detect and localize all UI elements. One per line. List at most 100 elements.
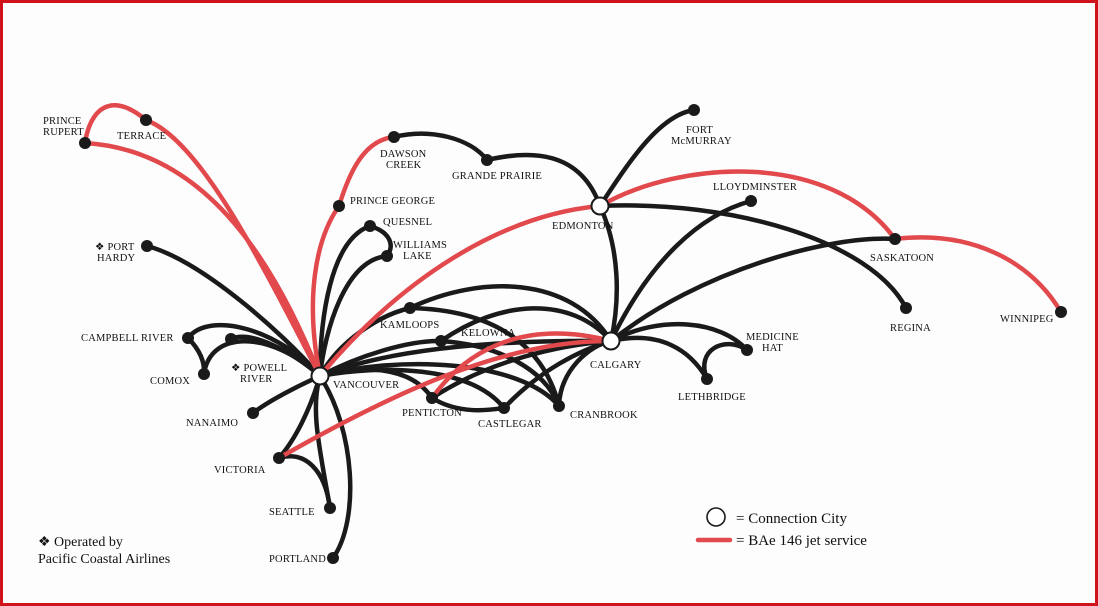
route-kelowna-cranbrook	[438, 338, 562, 409]
legend-connection-label: = Connection City	[736, 511, 847, 527]
dot-seattle	[324, 502, 336, 514]
connection-cities	[310, 196, 621, 386]
label-vancouver: VANCOUVER	[333, 380, 399, 391]
route-vancouver-portland	[317, 373, 353, 561]
label-seattle: SEATTLE	[269, 507, 315, 518]
route-calgary-saskatoon	[608, 236, 898, 344]
label-comox: COMOX	[150, 376, 190, 387]
jet-routes	[82, 103, 1064, 461]
dot-cranbrook	[553, 400, 565, 412]
dot-fort-mcmurray	[688, 104, 700, 116]
dot-port-hardy	[141, 240, 153, 252]
label-cranbrook: CRANBROOK	[570, 410, 638, 421]
dot-penticton	[426, 392, 438, 404]
legend: = Connection City = BAe 146 jet service	[695, 507, 867, 549]
footnote: ❖ Operated by Pacific Coastal Airlines	[38, 535, 170, 567]
legend-connection-symbol	[706, 507, 726, 527]
jet-route-vancouver-prince-rupert	[82, 140, 323, 379]
dot-saskatoon	[889, 233, 901, 245]
route-kamloops-cranbrook	[407, 305, 562, 409]
route-vancouver-quesnel	[317, 223, 373, 379]
label-winnipeg: WINNIPEG	[1000, 314, 1054, 325]
legend-jet-label: = BAe 146 jet service	[736, 533, 867, 549]
route-grande-prairie-dawson-creek	[391, 131, 490, 163]
label-portland: PORTLAND	[269, 554, 326, 565]
jet-route-calgary-victoria	[276, 338, 614, 461]
label-calgary: CALGARY	[590, 360, 642, 371]
dot-medicine-hat	[741, 344, 753, 356]
dot-dawson-creek	[388, 131, 400, 143]
route-calgary-lethbridge	[608, 335, 710, 382]
dot-williams-lake	[381, 250, 393, 262]
label-saskatoon: SASKATOON	[870, 253, 934, 264]
dot-campbell-river	[182, 332, 194, 344]
route-edmonton-fort-mcmurray	[597, 107, 697, 209]
footnote-line-2: Pacific Coastal Airlines	[38, 552, 170, 567]
dot-castlegar	[498, 402, 510, 414]
route-edmonton-grande-prairie	[484, 152, 603, 209]
dot-victoria	[273, 452, 285, 464]
dot-portland	[327, 552, 339, 564]
route-calgary-medicine-hat	[608, 321, 750, 353]
route-edmonton-calgary	[597, 203, 620, 344]
label-lethbridge: LETHBRIDGE	[678, 392, 746, 403]
label-castlegar: CASTLEGAR	[478, 419, 542, 430]
route-lethbridge-medicine-hat	[702, 341, 750, 382]
hub-vancouver	[310, 366, 330, 386]
jet-route-prince-george-dawson-creek	[336, 134, 397, 209]
dot-winnipeg	[1055, 306, 1067, 318]
label-quesnel: QUESNEL	[383, 217, 432, 228]
route-edmonton-regina	[597, 203, 909, 311]
label-penticton: PENTICTON	[402, 408, 462, 419]
label-nanaimo: NANAIMO	[186, 418, 238, 429]
route-calgary-lloydminster	[608, 198, 754, 344]
route-victoria-seattle	[276, 454, 333, 511]
dot-kelowna	[435, 335, 447, 347]
dot-comox	[198, 368, 210, 380]
label-victoria: VICTORIA	[214, 465, 266, 476]
label-kelowna: KELOWNA	[461, 328, 516, 339]
route-kelowna-calgary	[438, 306, 614, 344]
dot-powell-river	[225, 333, 237, 345]
dot-prince-george	[333, 200, 345, 212]
jet-route-edmonton-saskatoon	[597, 169, 898, 242]
jet-route-prince-rupert-terrace	[82, 103, 149, 146]
label-lloydminster: LLOYDMINSTER	[713, 182, 797, 193]
dot-kamloops	[404, 302, 416, 314]
route-kamloops-calgary	[407, 284, 614, 344]
hub-calgary	[601, 331, 621, 351]
route-vancouver-cranbrook	[317, 361, 562, 409]
route-vancouver-williams-lake	[317, 253, 390, 379]
jet-route-saskatoon-winnipeg	[892, 235, 1064, 315]
footnote-line-1: ❖ Operated by	[38, 535, 123, 550]
dot-lloydminster	[745, 195, 757, 207]
label-regina: REGINA	[890, 323, 931, 334]
hub-edmonton	[590, 196, 610, 216]
label-campbell-river: CAMPBELL RIVER	[81, 333, 174, 344]
jet-route-vancouver-prince-george	[310, 203, 342, 379]
label-kamloops: KAMLOOPS	[380, 320, 439, 331]
jet-route-vancouver-edmonton	[317, 203, 603, 379]
dot-nanaimo	[247, 407, 259, 419]
label-terrace: TERRACE	[117, 131, 166, 142]
dot-prince-rupert	[79, 137, 91, 149]
route-vancouver-powell-river	[228, 334, 323, 379]
city-markers	[79, 104, 1067, 564]
jet-route-vancouver-terrace	[143, 117, 323, 379]
dot-regina	[900, 302, 912, 314]
dot-terrace	[140, 114, 152, 126]
route-vancouver-victoria	[276, 373, 323, 461]
dot-grande-prairie	[481, 154, 493, 166]
dot-lethbridge	[701, 373, 713, 385]
label-grande-prairie: GRANDE PRAIRIE	[452, 171, 542, 182]
